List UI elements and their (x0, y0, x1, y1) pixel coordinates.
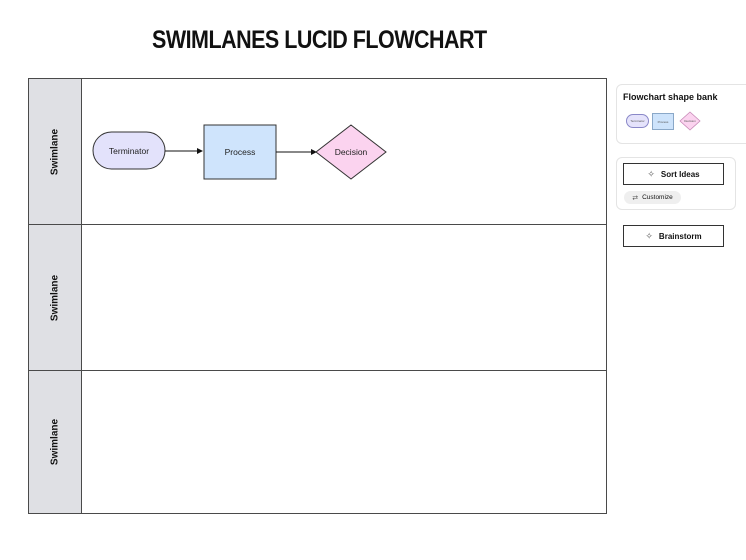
sparkle-icon: ✧ (647, 168, 655, 179)
shape-bank-terminator[interactable]: Terminator (626, 114, 649, 128)
shape-bank-title: Flowchart shape bank (623, 92, 718, 102)
shape-bank-process-label: Process (657, 119, 669, 124)
shape-bank-decision[interactable]: Decision (679, 111, 701, 131)
terminator-label: Terminator (109, 146, 149, 156)
brainstorm-button[interactable]: ✧ Brainstorm (623, 225, 724, 247)
shape-bank-panel: Flowchart shape bank Terminator Process … (616, 84, 746, 144)
swimlane-pool: Swimlane Terminator Process Decision (28, 78, 607, 514)
shape-bank-process[interactable]: Process (652, 113, 674, 130)
swimlane-label: Swimlane (49, 418, 61, 466)
customize-chip[interactable]: ⇄ Customize (624, 191, 681, 204)
brainstorm-label: Brainstorm (658, 231, 702, 241)
shape-bank-decision-label: Decision (684, 119, 696, 123)
swimlane-header[interactable]: Swimlane (29, 79, 82, 224)
page-title: SWIMLANES LUCID FLOWCHART (152, 26, 487, 54)
sparkle-icon: ✧ (645, 230, 653, 241)
process-label: Process (225, 147, 256, 157)
process-shape[interactable]: Process (203, 124, 277, 180)
sort-ideas-label: Sort Ideas (660, 169, 700, 179)
decision-label: Decision (335, 147, 368, 157)
decision-mini-shape (679, 111, 701, 131)
flow-diagram: Terminator Process Decision (92, 124, 387, 180)
sort-ideas-button[interactable]: ✧ Sort Ideas (623, 163, 724, 185)
swimlane-label: Swimlane (49, 274, 61, 321)
customize-label: Customize (642, 194, 673, 201)
swimlane-header[interactable]: Swimlane (29, 371, 82, 513)
swimlane-header[interactable]: Swimlane (29, 225, 82, 370)
swimlane-3[interactable]: Swimlane (29, 370, 606, 513)
swap-arrows-icon: ⇄ (632, 194, 639, 202)
swimlane-2[interactable]: Swimlane (29, 224, 606, 370)
swimlane-1[interactable]: Swimlane Terminator Process Decision (29, 79, 606, 224)
terminator-shape[interactable]: Terminator (92, 131, 166, 170)
shape-bank-terminator-label: Terminator (630, 119, 645, 123)
decision-shape[interactable]: Decision (315, 124, 387, 180)
